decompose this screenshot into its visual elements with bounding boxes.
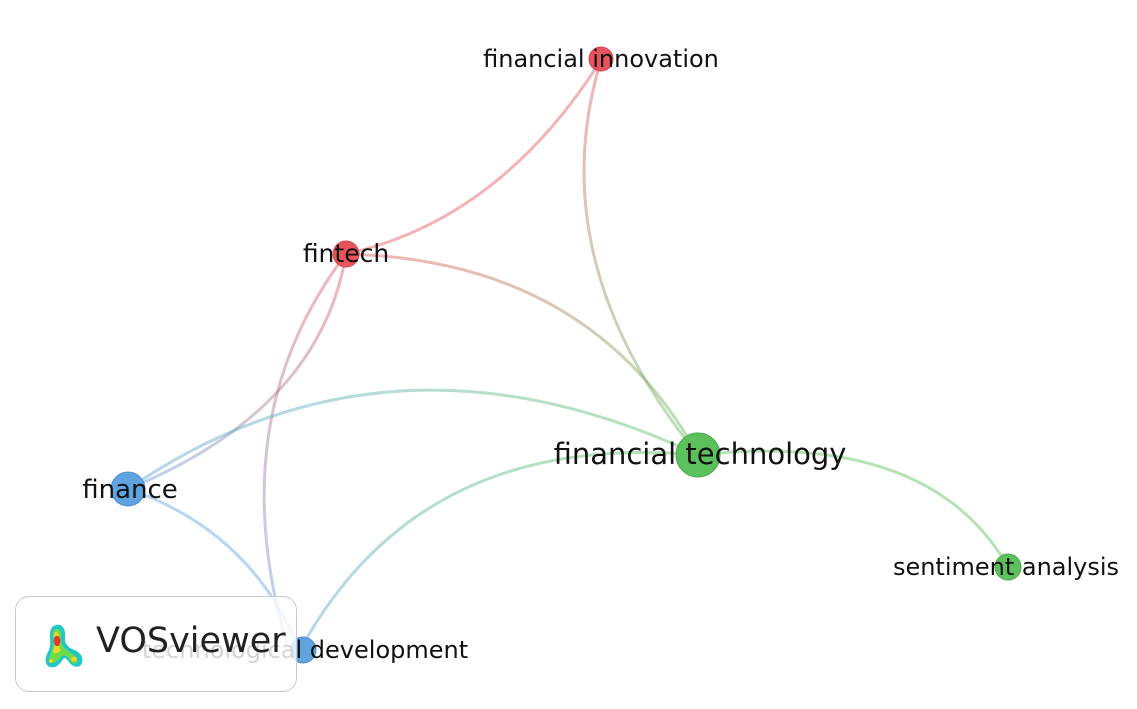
node-fintech[interactable]: [332, 240, 360, 268]
nodes-layer: [110, 46, 1022, 664]
vosviewer-brand-name: VOSviewer: [96, 621, 286, 661]
label-sentiment-analysis: sentiment analysis: [893, 553, 1119, 581]
vosviewer-badge: VOSviewer: [15, 596, 297, 692]
edge-fintech-technological-development: [262, 252, 348, 650]
node-finance[interactable]: [110, 471, 146, 507]
label-financial-innovation: financial innovation: [483, 45, 719, 73]
node-financial-technology[interactable]: [675, 432, 721, 478]
node-financial-innovation[interactable]: [588, 46, 614, 72]
label-finance: finance: [82, 475, 178, 505]
edge-financial-innovation-financial-technology: [582, 58, 700, 457]
vosviewer-density-logo-icon: [45, 624, 83, 668]
edge-fintech-finance: [126, 252, 348, 491]
edge-fintech-financial-innovation: [344, 58, 603, 256]
label-fintech: fintech: [303, 239, 389, 268]
edge-technological-development-financial-technology: [298, 451, 700, 652]
edge-fintech-financial-technology: [344, 252, 700, 457]
edges-layer: [126, 58, 1010, 652]
edge-finance-financial-technology: [126, 388, 700, 491]
label-financial-technology: financial technology: [554, 437, 847, 471]
node-sentiment-analysis[interactable]: [994, 553, 1022, 581]
labels-layer: financial innovation fintech financial t…: [82, 45, 1119, 664]
edge-financial-technology-sentiment-analysis: [696, 449, 1010, 569]
